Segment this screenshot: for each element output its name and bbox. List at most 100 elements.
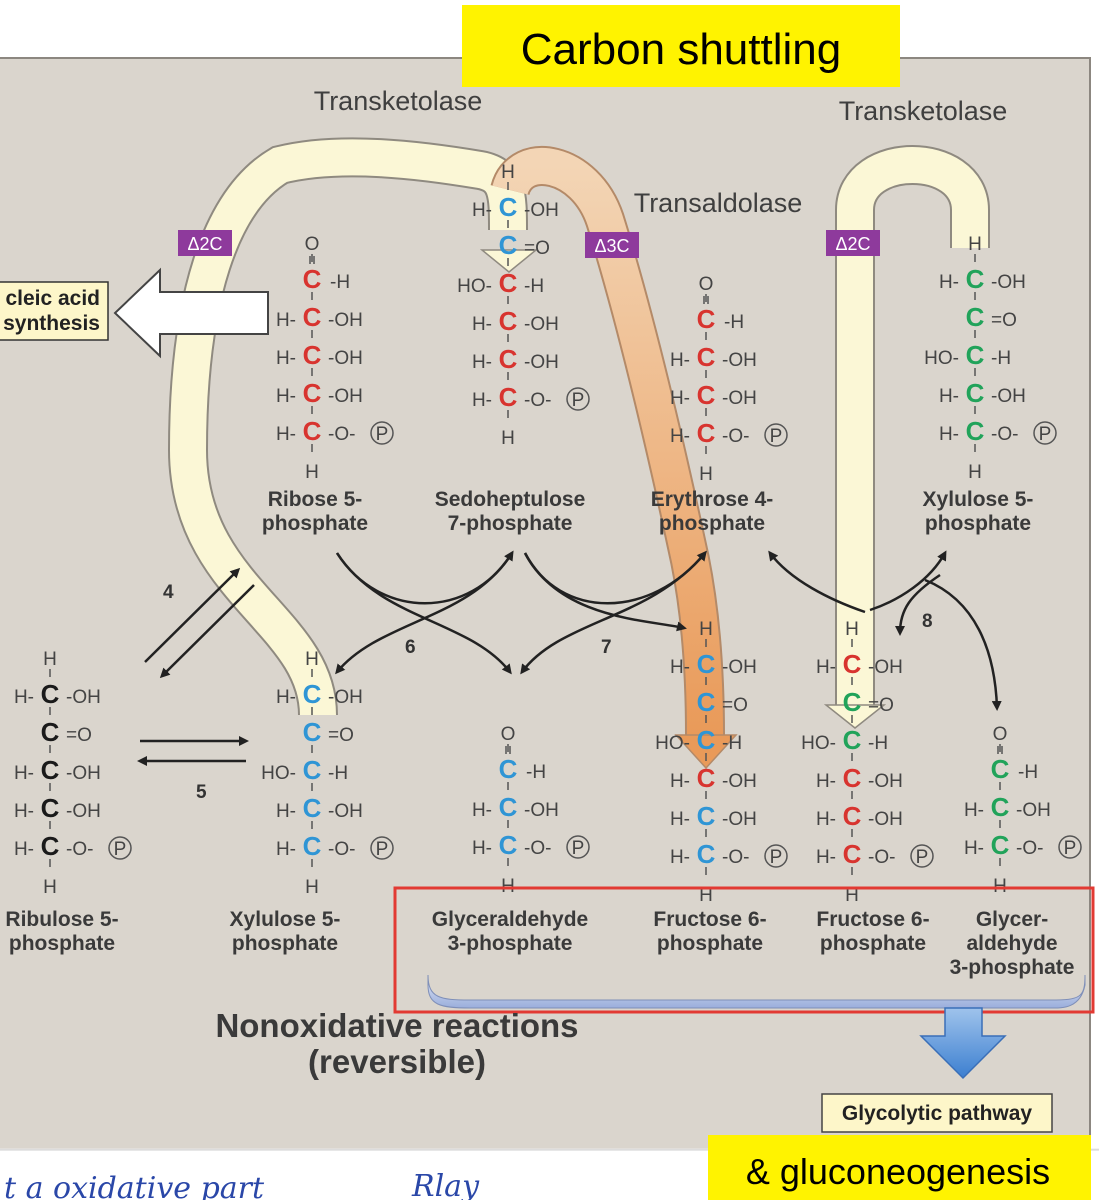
hydroxyl-substituent: -OH bbox=[524, 800, 559, 821]
step-8: 8 bbox=[922, 611, 933, 632]
carbon-atom: C bbox=[697, 801, 716, 831]
hydroxyl-substituent: -OH bbox=[868, 657, 903, 678]
hydrogen-substituent: H- bbox=[276, 687, 296, 708]
reaction-8-arrows bbox=[768, 550, 1002, 711]
hydrogen-atom: H bbox=[699, 885, 713, 906]
phosphate-circle bbox=[370, 421, 394, 445]
ester-oxygen: -O- bbox=[66, 839, 93, 860]
hydrogen-substituent: -H bbox=[724, 312, 744, 333]
hydrogen-substituent: -H bbox=[524, 276, 544, 297]
hydroxyl-substituent: -OH bbox=[991, 386, 1026, 407]
step-7: 7 bbox=[601, 637, 612, 658]
ester-oxygen: -O- bbox=[328, 839, 355, 860]
molecule-label-erythrose4p-line2: phosphate bbox=[659, 512, 765, 535]
phosphate-symbol: P bbox=[916, 847, 929, 868]
molecule-structures: OC-HH-C-OHH-C-OHH-C-OHH-C-O-PHHH-C-OHC=O… bbox=[14, 162, 1082, 906]
section-title-line2: (reversible) bbox=[308, 1043, 486, 1080]
hydroxyl-substituent: -OH bbox=[328, 386, 363, 407]
carbon-atom: C bbox=[991, 830, 1010, 860]
molecule-label-ribose5p-line2: phosphate bbox=[262, 512, 368, 535]
molecule-label-xylulose5p_bottom-line2: phosphate bbox=[232, 932, 338, 955]
carbon-atom: C bbox=[697, 304, 716, 334]
carbon-atom: C bbox=[966, 378, 985, 408]
hydrogen-substituent: H- bbox=[276, 424, 296, 445]
hydrogen-atom: H bbox=[305, 649, 319, 670]
molecule-label-ribose5p-line1: Ribose 5- bbox=[268, 488, 363, 511]
badge-delta-2c-right: Δ2C bbox=[835, 234, 870, 254]
carbon-atom: C bbox=[41, 755, 60, 785]
phosphate-circle bbox=[1033, 421, 1057, 445]
hydroxyl-substituent: -OH bbox=[328, 687, 363, 708]
hydroxyl-substituent: -OH bbox=[868, 771, 903, 792]
hydrogen-substituent: H- bbox=[472, 800, 492, 821]
hydroxyl-substituent: -OH bbox=[722, 809, 757, 830]
carbon-atom: C bbox=[499, 192, 518, 222]
hydrogen-substituent: H- bbox=[276, 801, 296, 822]
molecule-label-g3p_b-line1: Glycer- bbox=[976, 908, 1048, 931]
hydrogen-substituent: H- bbox=[670, 388, 690, 409]
molecule-label-f6p_b-line1: Fructose 6- bbox=[816, 908, 929, 931]
hydroxyl-substituent: -OH bbox=[524, 200, 559, 221]
carbon-atom: C bbox=[303, 302, 322, 332]
hydrogen-atom: H bbox=[968, 234, 982, 255]
nucleic-box-line2: synthesis bbox=[3, 312, 100, 335]
down-arrow-to-glycolysis bbox=[919, 1007, 1007, 1080]
glycolytic-pathway-box bbox=[821, 1093, 1053, 1133]
carbon-atom: C bbox=[697, 342, 716, 372]
phosphate-symbol: P bbox=[1064, 838, 1077, 859]
hydrogen-substituent: H- bbox=[276, 348, 296, 369]
ester-oxygen: -O- bbox=[991, 424, 1018, 445]
hydrogen-atom: H bbox=[968, 462, 982, 483]
carbon-atom: C bbox=[697, 725, 716, 755]
section-title-line1: Nonoxidative reactions bbox=[215, 1007, 578, 1044]
molecule-label-sedoheptulose7p-line1: Sedoheptulose bbox=[435, 488, 586, 511]
hydroxyl-substituent: -OH bbox=[66, 687, 101, 708]
carbon-atom: C bbox=[499, 230, 518, 260]
phosphate-symbol: P bbox=[572, 838, 585, 859]
handwritten-note-mid: Rlay bbox=[411, 1169, 480, 1200]
enzyme-transaldolase: Transaldolase bbox=[634, 188, 803, 218]
phosphate-symbol: P bbox=[376, 424, 389, 445]
phosphate-circle bbox=[566, 835, 590, 859]
hydrogen-substituent: -H bbox=[526, 762, 546, 783]
oxygen-atom: O bbox=[993, 724, 1008, 745]
carbon-atom: C bbox=[697, 687, 716, 717]
molecule-label-ribulose5p-line1: Ribulose 5- bbox=[5, 908, 118, 931]
phosphate-circle bbox=[1058, 835, 1082, 859]
hydrogen-substituent: H- bbox=[472, 390, 492, 411]
hydroxyl-substituent: -OH bbox=[991, 272, 1026, 293]
phosphate-symbol: P bbox=[770, 426, 783, 447]
carbonyl-oxygen: =O bbox=[868, 695, 894, 716]
glycolysis-products-box bbox=[393, 886, 1095, 1014]
hydroxyl-substituent: -OH bbox=[66, 763, 101, 784]
carbon-atom: C bbox=[991, 754, 1010, 784]
hydroxyl-substituent: -OH bbox=[328, 310, 363, 331]
hydrogen-substituent: H- bbox=[276, 839, 296, 860]
enzyme-transketolase-left: Transketolase bbox=[314, 86, 483, 116]
phosphate-circle bbox=[566, 387, 590, 411]
hydrogen-substituent: H- bbox=[816, 809, 836, 830]
ester-oxygen: -O- bbox=[1016, 838, 1043, 859]
carbonyl-oxygen: =O bbox=[524, 238, 550, 259]
hydrogen-substituent: H- bbox=[14, 687, 34, 708]
carbon-atom: C bbox=[499, 306, 518, 336]
hydrogen-substituent: H- bbox=[939, 424, 959, 445]
step-5: 5 bbox=[196, 782, 207, 803]
molecule-label-ribulose5p-line2: phosphate bbox=[9, 932, 115, 955]
hydroxyl-substituent: -OH bbox=[524, 352, 559, 373]
molecule-label-g3p-line2: 3-phosphate bbox=[448, 932, 573, 955]
carbon-atom: C bbox=[991, 792, 1010, 822]
hydroxyl-substituent: -OH bbox=[722, 388, 757, 409]
hydrogen-substituent: H- bbox=[472, 838, 492, 859]
molecule-label-xylulose5p_top-line2: phosphate bbox=[925, 512, 1031, 535]
phosphate-symbol: P bbox=[376, 839, 389, 860]
phosphate-symbol: P bbox=[770, 847, 783, 868]
carbon-atom: C bbox=[843, 839, 862, 869]
molecule-label-erythrose4p-line1: Erythrose 4- bbox=[651, 488, 774, 511]
hydrogen-substituent: H- bbox=[472, 200, 492, 221]
hydroxyl-substituent: -OH bbox=[868, 809, 903, 830]
subtitle-highlight bbox=[708, 1135, 1091, 1200]
carbon-atom: C bbox=[499, 754, 518, 784]
molecule-label-g3p_b-line3: 3-phosphate bbox=[950, 956, 1075, 979]
